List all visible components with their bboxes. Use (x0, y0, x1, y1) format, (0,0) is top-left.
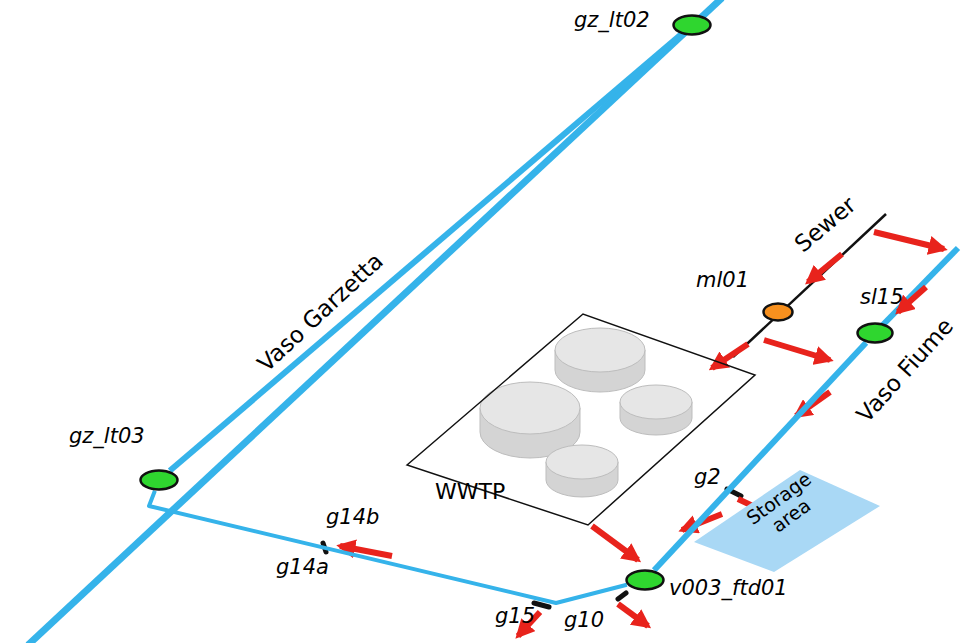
node-shape (858, 324, 893, 343)
node-outline (762, 302, 794, 322)
channel-connector (170, 34, 681, 471)
gate-label: g14b (326, 506, 379, 529)
node-label: WWTP (435, 480, 505, 504)
gauge-station: v003_ftd01 (625, 569, 665, 591)
area-region: WWTP (405, 312, 757, 528)
gauge-station: ml01 (762, 302, 794, 322)
gate-label: g2 (694, 466, 721, 489)
node-label: ml01 (696, 269, 749, 292)
gauge-station: gz_lt03 (139, 469, 179, 491)
tanks (480, 328, 692, 497)
gate-label: g14a (276, 556, 329, 579)
node-shape (764, 304, 793, 321)
gauge-station: gz_lt02 (672, 14, 712, 36)
gauge-station: sl15 (856, 322, 894, 344)
node-outline (856, 322, 894, 344)
node-shape (627, 571, 664, 590)
node-label: sl15 (860, 286, 904, 309)
node-label: gz_lt03 (69, 425, 145, 448)
node-shape (674, 16, 711, 35)
river-line (28, 0, 722, 643)
gate-label: g15 (495, 605, 535, 628)
flow-arrows (340, 232, 944, 636)
node-label: gz_lt02 (574, 9, 650, 32)
gate-label: g10 (564, 609, 604, 632)
node-outline (625, 569, 665, 591)
channel-name: Vaso Garzetta (253, 248, 388, 376)
node-shape (407, 314, 755, 525)
node-shape (141, 471, 178, 490)
node-outline (672, 14, 712, 36)
channel-connector (149, 491, 627, 603)
node-outline (139, 469, 179, 491)
node-label: v003_ftd01 (669, 577, 788, 600)
